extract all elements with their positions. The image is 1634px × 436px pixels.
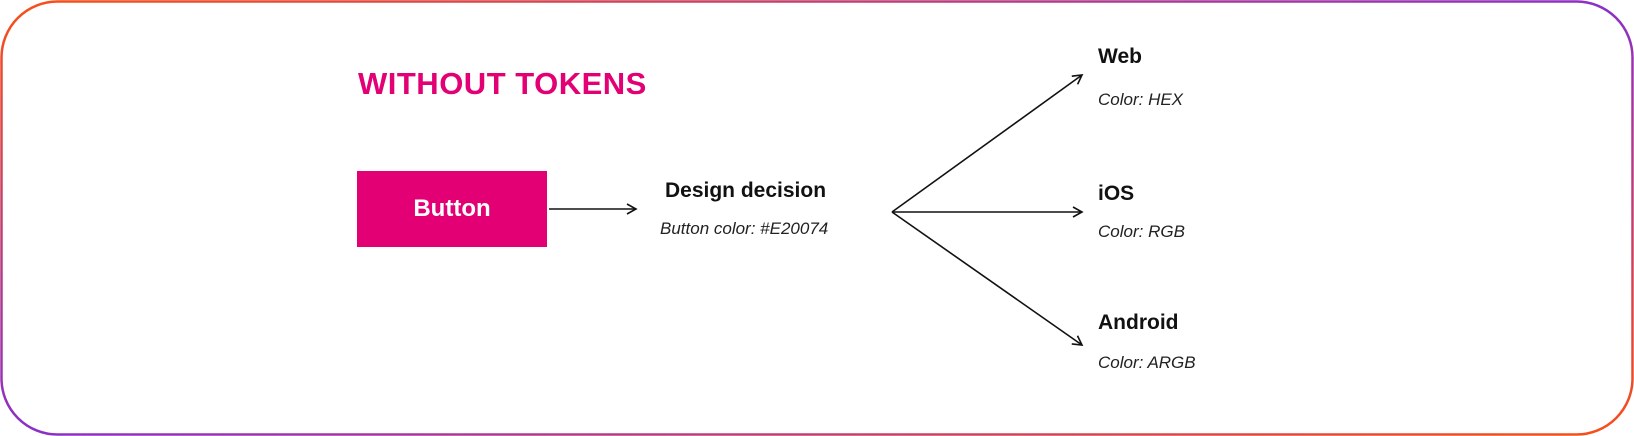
section-title: WITHOUT TOKENS (358, 66, 647, 101)
button-sample: Button (357, 171, 547, 247)
platform-web-name: Web (1098, 45, 1142, 68)
platform-web-detail: Color: HEX (1098, 90, 1184, 109)
platform-ios-name: iOS (1098, 182, 1135, 205)
platform-android-name: Android (1098, 311, 1179, 334)
platform-android-detail: Color: ARGB (1098, 353, 1196, 372)
arrow-to-web (891, 74, 1084, 213)
decision-heading: Design decision (665, 179, 827, 202)
platform-ios-detail: Color: RGB (1098, 222, 1185, 241)
arrow-to-android (891, 211, 1084, 346)
decision-detail: Button color: #E20074 (660, 219, 829, 238)
